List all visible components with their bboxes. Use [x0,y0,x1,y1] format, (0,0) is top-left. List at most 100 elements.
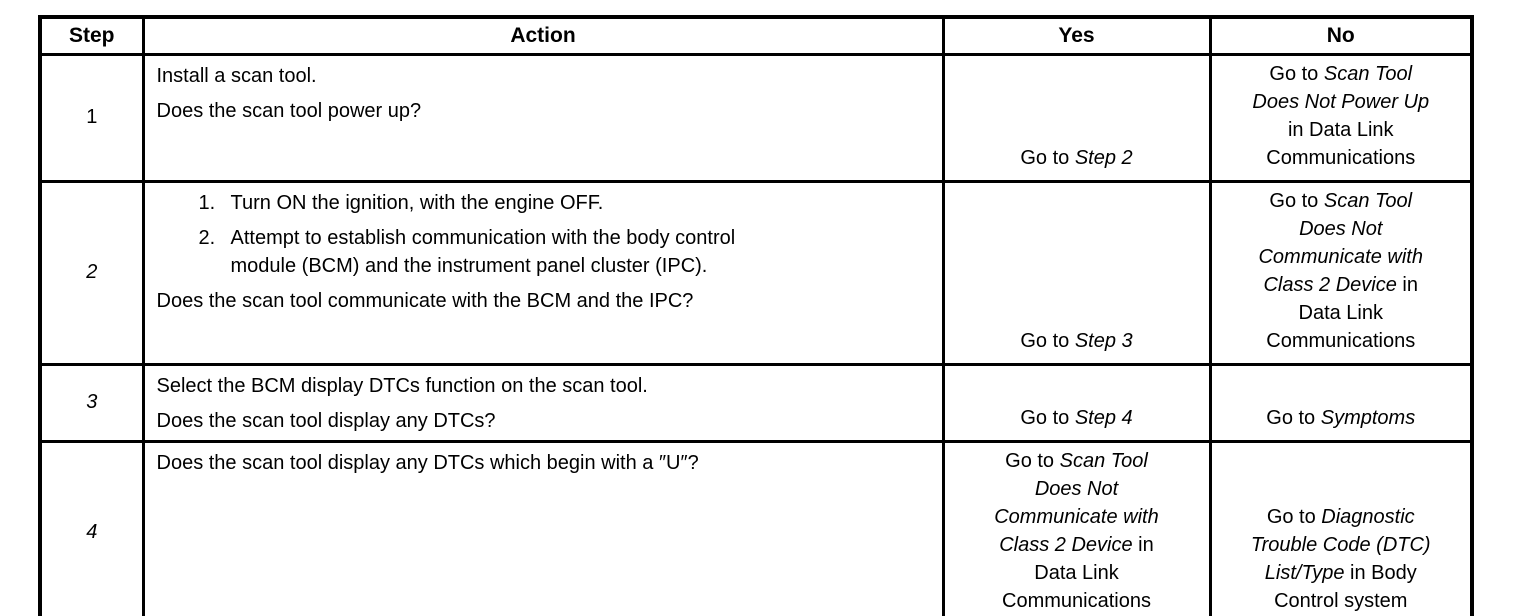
col-header-action: Action [141,15,945,56]
goto-line: Communications [1220,144,1463,172]
goto-line: Data Link [953,559,1201,587]
action-cell: Select the BCM display DTCs function on … [141,362,945,443]
action-line: Does the scan tool display any DTCs whic… [156,451,699,474]
table-body: 1 Install a scan tool. Does the scan tool … [38,52,1474,616]
step-number: 2 [86,261,98,283]
plain-text: Go to [1005,449,1060,472]
action-line: Select the BCM display DTCs function on … [156,374,648,397]
plain-text: Go to [1269,62,1324,85]
italic-reference-text: Does Not [1299,217,1383,240]
goto-line: Go to Symptoms [1220,404,1463,432]
plain-text: in Body [1344,561,1417,584]
table-row: 1 Install a scan tool. Does the scan tool … [38,52,1474,183]
goto-line: Does Not [1220,215,1463,243]
action-cell: Install a scan tool. Does the scan tool p… [141,52,945,183]
plain-text: Go to [1266,406,1321,429]
goto-line: Class 2 Device in [1220,271,1463,299]
goto-line: Go to Step 4 [953,404,1201,432]
no-cell: Go to Symptoms [1208,362,1474,443]
action-line: Does the scan tool display any DTCs? [156,409,496,432]
italic-reference-text: Step 3 [1074,329,1133,352]
action-list-item: 1. Turn ON the ignition, with the engine … [199,189,932,217]
step-cell: 2 [38,179,145,366]
goto-line: Does Not Power Up [1220,88,1463,116]
italic-reference-text: Class 2 Device [999,533,1133,556]
table-header-row: Step Action Yes No [38,15,1474,56]
italic-reference-text: Scan Tool [1323,62,1413,85]
plain-text: Go to [1020,406,1075,429]
italic-reference-text: Does Not Power Up [1252,90,1430,113]
goto-line: Go to Scan Tool [1220,187,1463,215]
plain-text: Go to [1020,146,1075,169]
step-cell: 4 [38,439,145,616]
col-header-step: Step [38,15,145,56]
action-cell: Does the scan tool display any DTCs whic… [141,439,945,616]
goto-line: Control system [1220,587,1463,615]
goto-line: Class 2 Device in [953,531,1201,559]
italic-reference-text: Class 2 Device [1263,273,1397,296]
step-cell: 1 [38,52,145,183]
italic-reference-text: Communicate with [1258,245,1423,268]
plain-text: in [1396,273,1418,296]
plain-text: Data Link [1298,301,1384,324]
table-row: 3 Select the BCM display DTCs function on… [38,362,1474,443]
plain-text: Communications [1266,329,1416,352]
goto-line: List/Type in Body [1220,559,1463,587]
plain-text: Communications [1002,589,1151,612]
goto-line: Communicate with [1220,243,1463,271]
step-cell: 3 [38,362,145,443]
plain-text: in [1132,533,1154,556]
goto-line: Communications [953,587,1201,615]
goto-line: Data Link [1220,299,1463,327]
col-header-yes: Yes [941,15,1212,56]
step-number: 4 [86,521,98,543]
goto-line: Go to Scan Tool [953,447,1201,475]
action-line: Install a scan tool. [156,64,317,87]
goto-line: Go to Diagnostic [1220,503,1463,531]
action-list-item: 2. Attempt to establish communication wit… [199,224,932,252]
list-number-marker: 1. [198,191,216,214]
plain-text: Control system [1274,589,1408,612]
plain-text: Go to [1266,505,1322,528]
action-item-text: Turn ON the ignition, with the engine OF… [230,191,604,214]
italic-reference-text: Scan Tool [1059,449,1148,472]
diagnostic-table: Step Action Yes No 1 Install a scan tool.… [38,15,1474,616]
italic-reference-text: Trouble Code (DTC) [1250,533,1431,556]
col-header-no: No [1208,15,1474,56]
goto-line: in Data Link [1220,116,1463,144]
list-number-marker: 2. [198,226,216,249]
plain-text: in Data Link [1287,118,1394,141]
italic-reference-text: Scan Tool [1323,189,1413,212]
step-number: 1 [86,106,98,128]
action-item-text: Attempt to establish communication with … [230,226,736,249]
goto-line: Go to Step 2 [953,144,1201,172]
table-row: 4 Does the scan tool display any DTCs whi… [38,439,1474,616]
goto-line: Communicate with [953,503,1201,531]
action-line: Does the scan tool communicate with the … [156,289,694,312]
plain-text: Data Link [1034,561,1119,584]
goto-line: Go to Scan Tool [1220,60,1463,88]
italic-reference-text: Symptoms [1320,406,1416,429]
italic-reference-text: List/Type [1264,561,1345,584]
table-row: 2 1. Turn ON the ignition, with the engine… [38,179,1474,366]
yes-cell: Go to Step 3 [941,179,1212,366]
italic-reference-text: Step 4 [1074,406,1133,429]
action-line: Does the scan tool power up? [156,99,422,122]
step-number: 3 [86,391,98,413]
goto-line: Communications [1220,327,1463,355]
plain-text: Communications [1266,146,1416,169]
italic-reference-text: Does Not [1034,477,1119,500]
yes-cell: Go to Step 2 [941,52,1212,183]
goto-line: Trouble Code (DTC) [1220,531,1463,559]
action-cell: 1. Turn ON the ignition, with the engine … [141,179,945,366]
plain-text: Go to [1020,329,1075,352]
italic-reference-text: Step 2 [1074,146,1133,169]
goto-line: Does Not [953,475,1201,503]
italic-reference-text: Communicate with [994,505,1159,528]
yes-cell: Go to Step 4 [941,362,1212,443]
